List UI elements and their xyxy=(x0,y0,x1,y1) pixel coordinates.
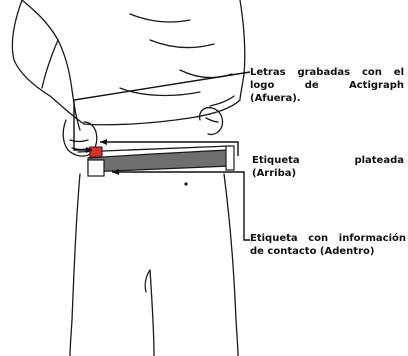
belt-clip xyxy=(88,160,104,176)
callout-silver-tag-line-1: Etiqueta plateada xyxy=(252,154,404,167)
left-arm xyxy=(22,0,80,130)
navel xyxy=(184,182,187,185)
callout-contact-tag: Etiqueta con información de contacto (Ad… xyxy=(250,232,406,258)
callout-logo-line-3: (Afuera). xyxy=(250,92,404,105)
inner-leg xyxy=(150,270,154,356)
callout-logo: Letras grabadas con el logo de Actigraph… xyxy=(250,66,404,105)
shirt-right-side xyxy=(240,0,245,100)
callout-contact-tag-line-2: de contacto (Adentro) xyxy=(250,245,406,258)
leader-logo xyxy=(74,72,250,150)
arrowhead-silver-tag xyxy=(100,139,107,145)
callout-logo-line-2: logo de Actigraph xyxy=(250,79,404,92)
right-hand xyxy=(200,108,223,135)
callout-silver-tag: Etiqueta plateada (Arriba) xyxy=(252,154,404,180)
left-leg xyxy=(70,174,80,356)
right-leg xyxy=(224,174,238,356)
callout-silver-tag-word-1: plateada xyxy=(354,154,404,167)
callout-silver-tag-word-0: Etiqueta xyxy=(252,154,300,167)
device-tag xyxy=(90,147,102,157)
leader-contact-tag xyxy=(112,172,250,240)
shirt-outline xyxy=(12,0,84,124)
callout-contact-tag-line-1: Etiqueta con información xyxy=(250,232,406,245)
belt xyxy=(88,150,230,172)
callout-silver-tag-line-2: (Arriba) xyxy=(252,167,404,180)
belt-loop xyxy=(226,146,234,170)
callout-logo-line-1: Letras grabadas con el xyxy=(250,66,404,79)
